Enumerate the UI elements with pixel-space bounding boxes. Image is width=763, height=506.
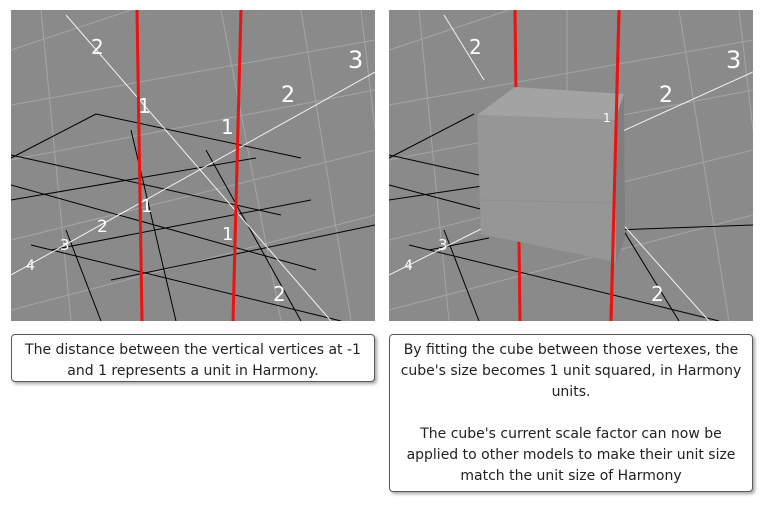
caption-right-paragraph-2: The cube's current scale factor can now …: [406, 426, 736, 484]
axis-label: 1: [222, 224, 233, 245]
viewport-right-scene: 2 3 2 1 3 4 2: [389, 10, 753, 321]
axis-lines: [389, 14, 753, 321]
axis-label: 1: [221, 115, 234, 139]
axis-label: 3: [438, 236, 448, 254]
red-vertical-line-front: [609, 10, 621, 321]
axis-number-labels: 2 3 1 2 1 1 2 3 4 1 2: [26, 35, 363, 306]
ground-grid: [389, 113, 753, 321]
axis-label: 4: [404, 258, 413, 274]
caption-right-paragraph-1: By fitting the cube between those vertex…: [400, 342, 742, 400]
axis-label: 2: [97, 217, 108, 237]
axis-number-labels: 2 3 2 1 3 4 2: [404, 35, 741, 306]
axis-label: 2: [273, 282, 286, 306]
caption-left-text: The distance between the vertical vertic…: [25, 342, 361, 379]
cube: [477, 87, 625, 262]
axis-label: 2: [91, 35, 104, 59]
axis-label: 1: [138, 94, 151, 118]
axis-lines: [11, 14, 375, 321]
viewport-right: 2 3 2 1 3 4 2: [389, 10, 753, 321]
axis-label: 2: [469, 35, 482, 59]
axis-label: 3: [348, 46, 363, 74]
axis-label: 1: [141, 196, 152, 217]
viewport-background: [11, 10, 375, 321]
red-vertical-lines: [135, 10, 243, 321]
viewport-left-scene: 2 3 1 2 1 1 2 3 4 1 2: [11, 10, 375, 321]
axis-label: 3: [726, 46, 741, 74]
axis-label: 2: [651, 282, 664, 306]
axis-label: 2: [659, 83, 673, 108]
ground-grid: [11, 113, 375, 321]
caption-left: The distance between the vertical vertic…: [11, 334, 375, 382]
axis-label: 3: [60, 236, 70, 254]
caption-right: By fitting the cube between those vertex…: [389, 334, 753, 492]
axis-label: 4: [26, 258, 35, 274]
axis-label: 1: [603, 111, 611, 125]
viewport-left: 2 3 1 2 1 1 2 3 4 1 2: [11, 10, 375, 321]
axis-label: 2: [281, 83, 295, 108]
